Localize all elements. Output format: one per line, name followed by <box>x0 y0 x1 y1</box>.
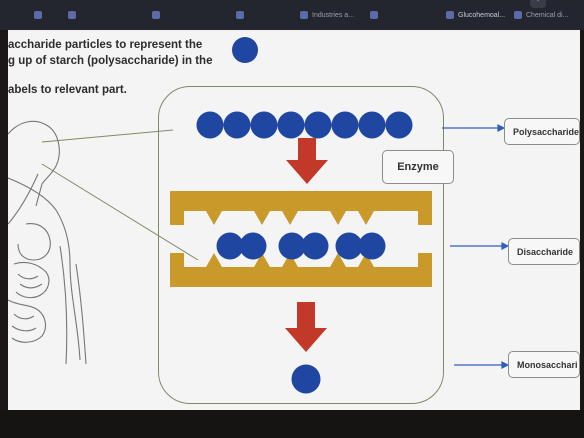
tab-blurred-5[interactable] <box>370 7 440 23</box>
tab-blurred-4[interactable] <box>236 7 296 23</box>
label-monosaccharide[interactable]: Monosacchari <box>508 351 580 378</box>
tab-label: Chemical di... <box>526 11 569 19</box>
tab-blurred-3[interactable] <box>152 7 232 23</box>
body-outline-illustration <box>8 120 87 365</box>
down-arrow-1-icon <box>286 138 328 184</box>
tab-industries[interactable]: Industries a... <box>300 7 366 23</box>
browser-tab-bar: Industries a... Glucohemoal... Chemical … <box>0 0 584 30</box>
tab-favicon-icon <box>68 11 76 19</box>
new-tab-button[interactable]: + <box>530 0 546 8</box>
tab-label: Industries a... <box>312 11 355 19</box>
tab-favicon-icon <box>370 11 378 19</box>
starch-polysaccharide-chain <box>196 111 413 139</box>
instruction-line-2: g up of starch (polysaccharide) in the <box>8 55 213 67</box>
instruction-line-3: abels to relevant part. <box>8 84 127 96</box>
slide-page: accharide particles to represent the g u… <box>8 30 580 410</box>
tab-label: Glucohemoal... <box>458 11 506 19</box>
monosaccharide-particle <box>291 364 321 394</box>
tab-blank-1[interactable] <box>34 7 64 23</box>
tab-favicon-icon <box>34 11 42 19</box>
down-arrow-2-icon <box>285 302 327 352</box>
screen-bezel <box>0 410 584 438</box>
instruction-line-1: accharide particles to represent the <box>8 39 203 51</box>
tab-favicon-icon <box>514 11 522 19</box>
tab-blurred-2[interactable] <box>68 7 148 23</box>
connector-lines <box>41 129 199 261</box>
legend-particle <box>232 37 258 63</box>
label-polysaccharide[interactable]: Polysaccharide <box>504 118 580 145</box>
enzyme-label: Enzyme <box>382 150 454 184</box>
tab-favicon-icon <box>236 11 244 19</box>
label-arrows <box>442 124 510 369</box>
tab-favicon-icon <box>152 11 160 19</box>
digestion-diagram-frame <box>158 86 444 404</box>
tab-favicon-icon <box>300 11 308 19</box>
enzyme-shape <box>170 191 432 287</box>
label-disaccharide[interactable]: Disaccharide <box>508 238 580 265</box>
tab-favicon-icon <box>446 11 454 19</box>
disaccharide-pairs <box>216 232 386 260</box>
tab-glucohemoal[interactable]: Glucohemoal... <box>446 7 510 23</box>
tab-chemical[interactable]: Chemical di... <box>514 7 582 23</box>
